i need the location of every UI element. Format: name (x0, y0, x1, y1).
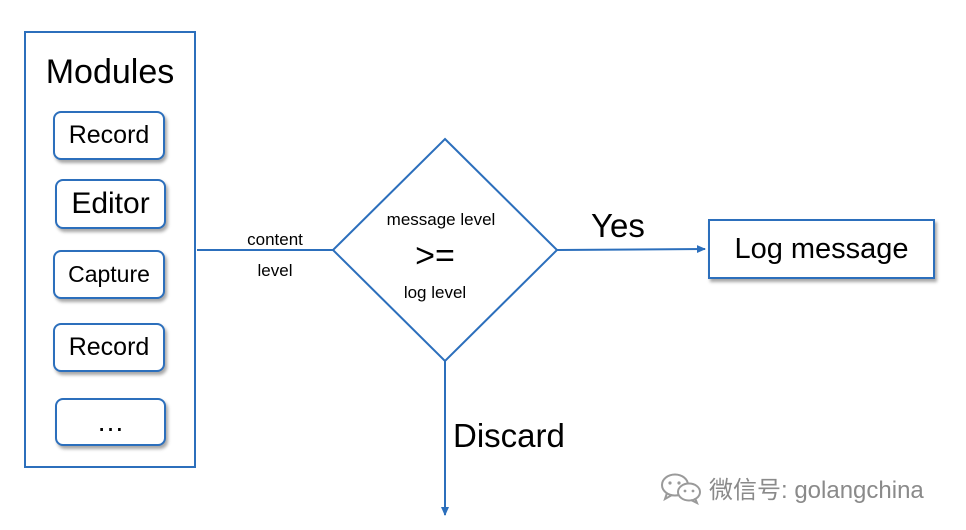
discard-label: Discard (453, 417, 565, 454)
module-record-2: Record (53, 323, 165, 372)
decision-operator: >= (415, 237, 455, 275)
module-more: … (55, 398, 166, 446)
watermark: 微信号: golangchina (659, 470, 924, 505)
decision-message-level: message level (386, 210, 496, 229)
yes-arrow (556, 245, 706, 254)
level-label-line: level (257, 261, 293, 280)
module-record: Record (53, 111, 165, 160)
watermark-text: 微信号: golangchina (709, 477, 924, 504)
wechat-icon (661, 473, 701, 505)
module-capture: Capture (53, 250, 165, 299)
modules-container (24, 31, 196, 468)
module-editor: Editor (55, 179, 166, 229)
modules-title: Modules (45, 53, 175, 91)
content-label-line: content (247, 230, 303, 249)
content-level-label: content level (230, 224, 320, 286)
yes-label: Yes (591, 207, 645, 244)
decision-log-level: log level (403, 283, 467, 302)
log-message-box: Log message (708, 219, 935, 279)
